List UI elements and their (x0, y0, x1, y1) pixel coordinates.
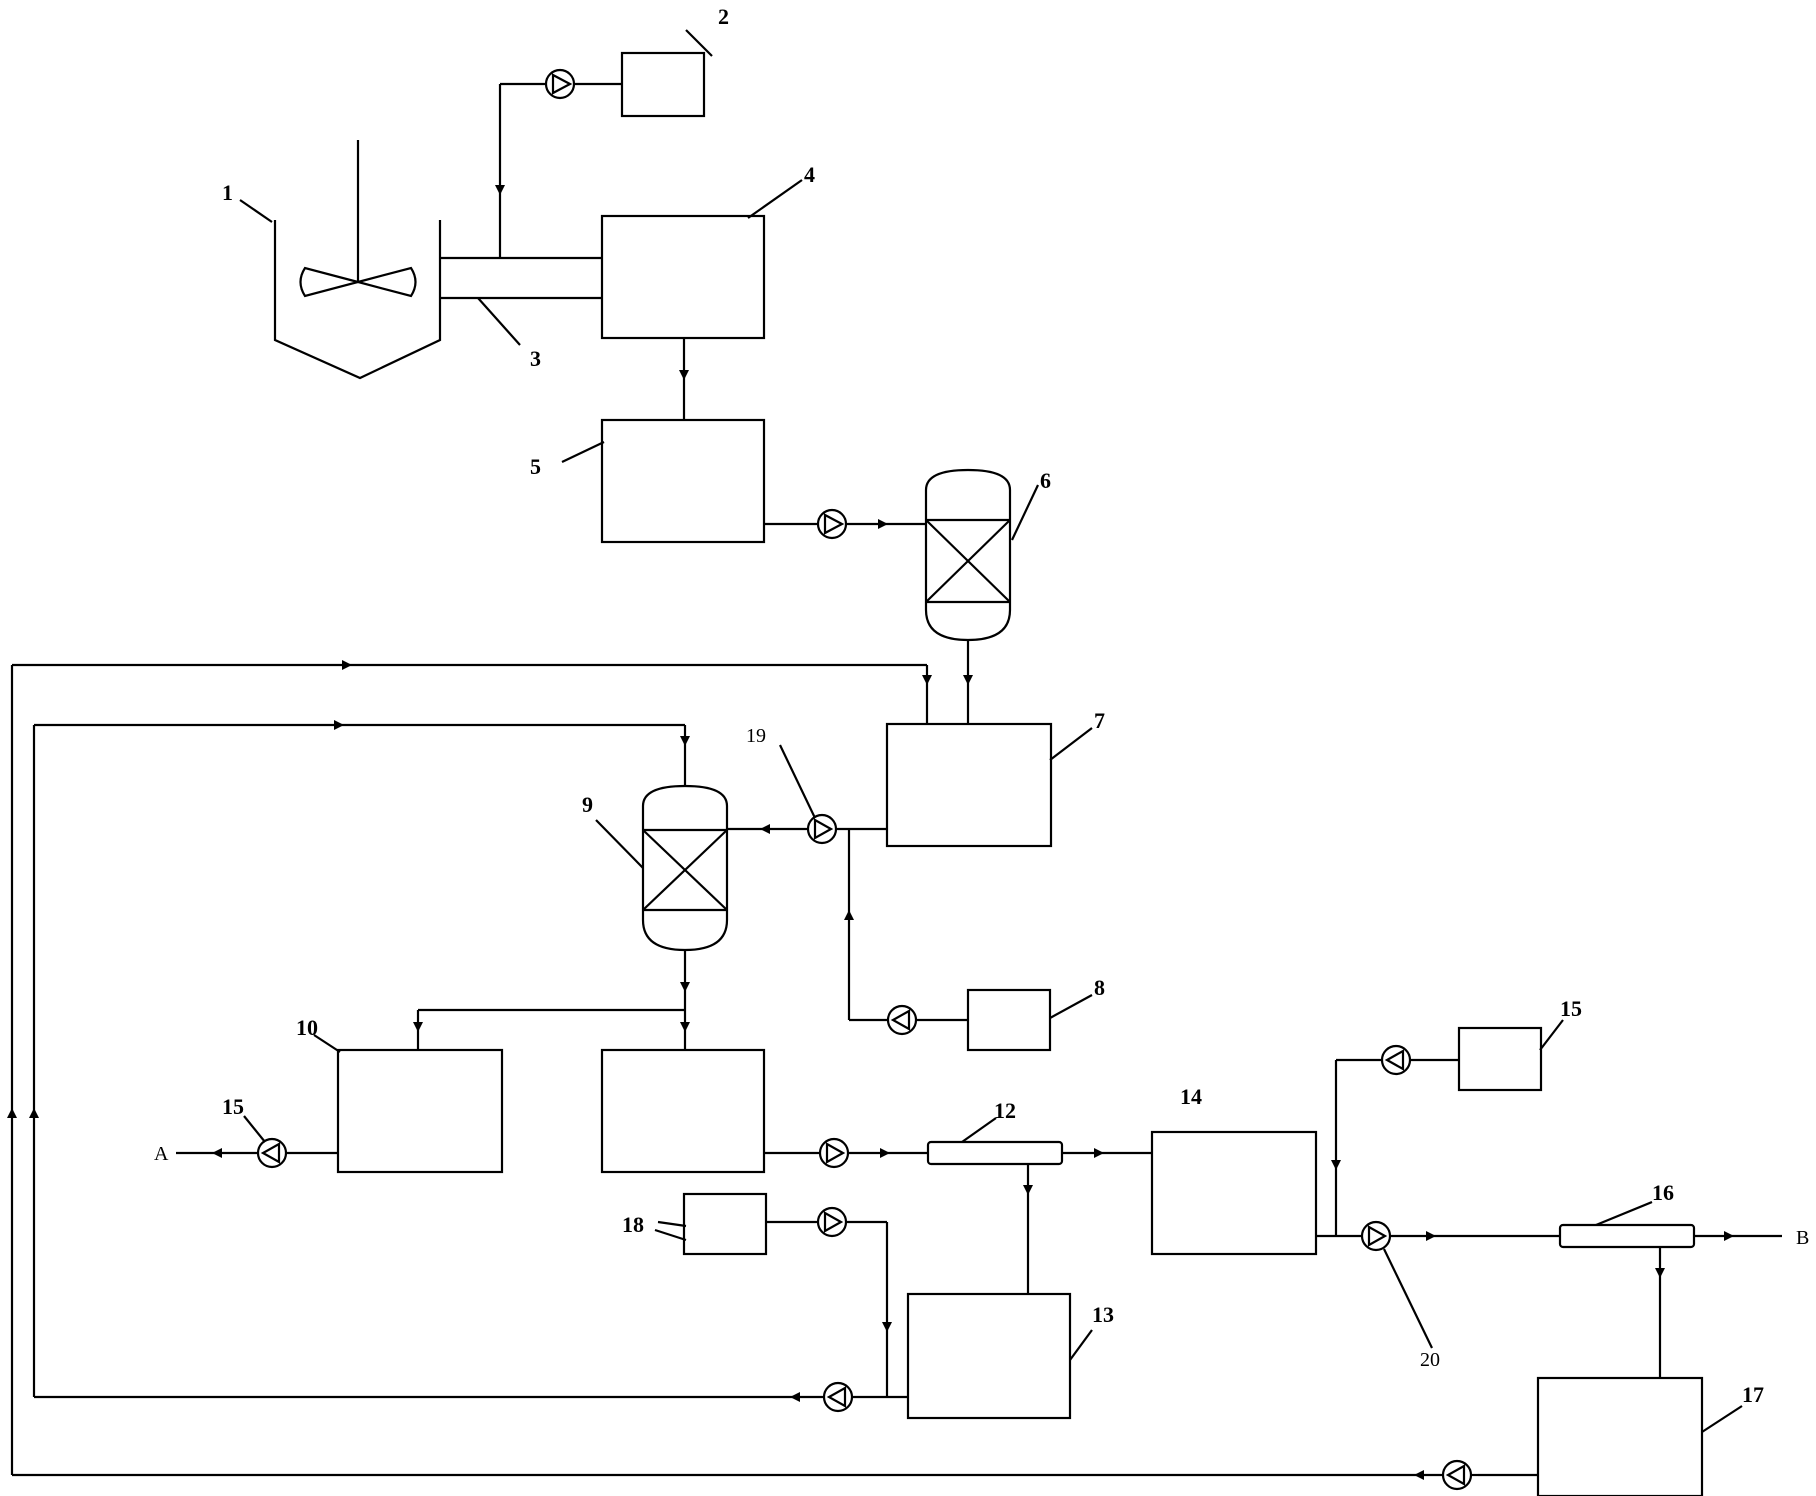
unit-15 (1457, 1026, 1543, 1092)
pump-icon (544, 68, 576, 100)
unit-13 (906, 1292, 1072, 1420)
pump-icon (256, 1137, 288, 1169)
pump-icon (886, 1004, 918, 1036)
pump-icon (806, 813, 838, 845)
label-20: 20 (1420, 1349, 1440, 1371)
label-13: 13 (1092, 1302, 1114, 1327)
feed-line-2 (495, 82, 622, 258)
unit-10 (336, 1048, 504, 1174)
unit-18 (682, 1192, 768, 1256)
pump-icon (816, 508, 848, 540)
feed-line-8 (844, 829, 968, 1022)
unit-7 (885, 722, 1053, 848)
line-9-outlet (413, 950, 690, 1050)
unit-14 (1150, 1130, 1318, 1256)
label-3: 3 (530, 346, 541, 371)
label-16: 16 (1652, 1180, 1674, 1205)
unit-4 (600, 214, 766, 340)
unit-5 (600, 418, 766, 544)
label-8: 8 (1094, 975, 1105, 1000)
label-6: 6 (1040, 468, 1051, 493)
label-4: 4 (804, 162, 815, 187)
recycle-line-13-to-9 (29, 720, 908, 1402)
membrane-module-16 (1558, 1223, 1696, 1249)
pump-icon (1441, 1459, 1473, 1491)
label-10: 10 (296, 1015, 318, 1040)
label-19: 19 (746, 725, 766, 747)
pump-icon (1380, 1044, 1412, 1076)
unit-8 (966, 988, 1052, 1052)
packed-column-6 (924, 468, 1012, 642)
leader-lines (239, 29, 1743, 1433)
duct-3 (440, 256, 602, 300)
label-5: 5 (530, 454, 541, 479)
label-12: 12 (994, 1098, 1016, 1123)
unit-11 (600, 1048, 766, 1174)
packed-column-9 (641, 784, 729, 952)
stream-b-label: B (1796, 1227, 1809, 1249)
membrane-module-12 (926, 1140, 1064, 1166)
stirred-tank-1 (273, 140, 442, 380)
pump-icon (816, 1206, 848, 1238)
unit-2 (620, 51, 706, 118)
label-7: 7 (1094, 708, 1105, 733)
label-15-right: 15 (1560, 996, 1582, 1021)
label-17: 17 (1742, 1382, 1764, 1407)
stream-a-label: A (154, 1143, 169, 1165)
label-18: 18 (622, 1212, 644, 1237)
label-9: 9 (582, 792, 593, 817)
label-15-left: 15 (222, 1094, 244, 1119)
label-14: 14 (1180, 1084, 1202, 1109)
pump-icon (822, 1381, 854, 1413)
pump-icon (1360, 1220, 1392, 1252)
line-7-to-9 (727, 824, 887, 834)
pump-icon (818, 1137, 850, 1169)
recycle-line-17-to-7 (7, 660, 1478, 1480)
label-1: 1 (222, 180, 233, 205)
unit-17 (1536, 1376, 1704, 1496)
label-2: 2 (718, 4, 729, 29)
